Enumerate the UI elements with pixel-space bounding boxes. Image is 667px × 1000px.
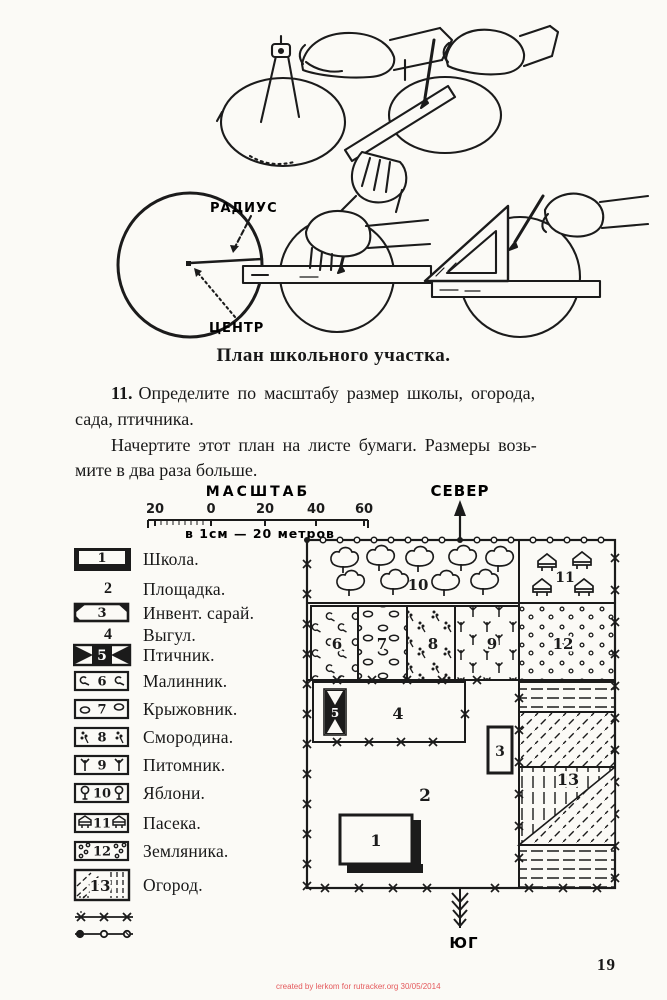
scale-tick-40: 40 — [307, 502, 325, 517]
problem-line-4: мите в два раза больше. — [75, 460, 258, 481]
raspberry-box-icon: 6 — [73, 668, 143, 694]
area-8-number: 8 — [428, 635, 438, 653]
south-arrow — [451, 888, 469, 928]
svg-text:10: 10 — [408, 576, 429, 594]
shed-building: 3 — [486, 725, 514, 775]
garden-area: 13 — [514, 681, 616, 889]
legend-row-apiary: 11 Пасека. — [73, 810, 201, 836]
svg-text:3: 3 — [97, 606, 106, 621]
scale-tick-60: 60 — [355, 502, 373, 517]
paddock-area: 4 5 — [312, 681, 470, 747]
set-square-hand-figure — [423, 192, 650, 339]
north-label: СЕВЕР — [431, 482, 490, 500]
svg-text:11: 11 — [93, 817, 111, 832]
scale-title: МАСШТАБ — [206, 484, 310, 500]
legend-row-raspberry: 6 Малинник. — [73, 668, 227, 694]
radius-label: РАДИУС — [210, 201, 278, 216]
currant-box-icon: 8 — [73, 724, 143, 750]
poultry-house: 5 — [323, 688, 347, 736]
apiary-area: 11 — [532, 551, 594, 597]
svg-text:11: 11 — [555, 570, 574, 586]
school-box-icon: 1 — [73, 546, 143, 572]
area-7-number: 7 — [377, 635, 387, 653]
legend-row-gooseberry: 7 Крыжовник. — [73, 696, 237, 722]
legend-fence-rings — [73, 928, 143, 940]
south-label: ЮГ — [449, 934, 478, 952]
ring-post-fence-line-icon — [73, 928, 143, 940]
area-12-number: 12 — [553, 635, 574, 653]
svg-text:1: 1 — [97, 551, 106, 566]
inner-fence-line — [307, 675, 519, 685]
berry-strip — [310, 602, 616, 681]
svg-text:10: 10 — [93, 787, 111, 802]
compass-hand-figure — [215, 26, 454, 168]
svg-text:6: 6 — [97, 675, 106, 690]
svg-text:13: 13 — [90, 877, 111, 895]
legend-fence-barbed — [73, 910, 143, 924]
problem-number: 11. — [111, 383, 133, 403]
svg-text:8: 8 — [97, 731, 106, 746]
page-number: 19 — [597, 955, 616, 974]
garden-box-icon: 13 — [73, 868, 143, 902]
problem-line-3: Начертите этот план на листе бумаги. Раз… — [111, 434, 537, 455]
area-5-number: 5 — [331, 706, 339, 720]
ruler-line-hand-figure — [241, 210, 433, 334]
problem-line-1: 11.Определите по масштабу размер школы, … — [111, 383, 536, 403]
page-title: План школьного участка. — [216, 345, 451, 366]
area-13-number: 13 — [557, 770, 579, 789]
apiary-box-icon: 11 — [73, 810, 143, 836]
area-1-number: 1 — [370, 831, 381, 850]
legend-row-shed: 3 Инвент. сарай. — [73, 600, 254, 626]
scale-caption: в 1см — 20 метров — [185, 526, 335, 541]
shed-box-icon: 3 — [73, 600, 143, 626]
area-4-number: 4 — [392, 704, 403, 723]
area-9-number: 9 — [487, 635, 497, 653]
svg-text:12: 12 — [93, 845, 111, 860]
legend-row-currant: 8 Смородина. — [73, 724, 233, 750]
scale-tick-0: 0 — [206, 502, 215, 517]
area-2-number: 2 — [419, 786, 431, 806]
north-arrow — [454, 500, 466, 540]
area-6-number: 6 — [332, 635, 342, 653]
nursery-box-icon: 9 — [73, 752, 143, 778]
legend-row-apple: 10 Яблони. — [73, 780, 205, 806]
gooseberry-box-icon: 7 — [73, 696, 143, 722]
scale-tick-20r: 20 — [256, 502, 274, 517]
problem-text: 11.Определите по масштабу размер школы, … — [75, 381, 627, 484]
legend-row-school: 1 Школа. — [73, 546, 199, 572]
legend-row-garden: 13 Огород. — [73, 868, 203, 902]
poultry-house-box-icon: 5 — [73, 642, 143, 668]
svg-text:5: 5 — [97, 648, 107, 664]
svg-text:9: 9 — [97, 759, 106, 774]
legend-row-playground: 2 Площадка. — [104, 578, 226, 599]
center-label: ЦЕНТР — [209, 321, 264, 336]
ring-fence-top — [304, 536, 605, 544]
strawberry-box-icon: 12 — [73, 838, 143, 864]
drawing-instructions-figures: РАДИУС ЦЕНТР — [116, 24, 650, 339]
barbed-wire-fence-line-icon — [73, 910, 143, 924]
school-building: 1 — [338, 813, 423, 873]
problem-line-2: сада, птичника. — [75, 408, 194, 429]
legend-row-strawberry: 12 Земляника. — [73, 838, 229, 864]
area-3-number: 3 — [495, 744, 505, 760]
legend-row-paddock: 4 Выгул. — [104, 624, 196, 645]
scale-tick-20l: 20 — [146, 502, 164, 517]
school-site-plan-map: СЕВЕР — [302, 482, 620, 952]
map-scale-bar: МАСШТАБ 20 0 20 40 60 в 1см — 20 метров — [146, 484, 373, 541]
pencil-ruler-hand-figure — [336, 24, 560, 216]
legend-row-poultry: 5 Птичник. — [73, 642, 215, 668]
svg-text:7: 7 — [97, 703, 106, 718]
apple-trees-box-icon: 10 — [73, 780, 143, 806]
legend-row-nursery: 9 Питомник. — [73, 752, 225, 778]
watermark-text: created by lerkom for rutracker.org 30/0… — [276, 982, 441, 991]
